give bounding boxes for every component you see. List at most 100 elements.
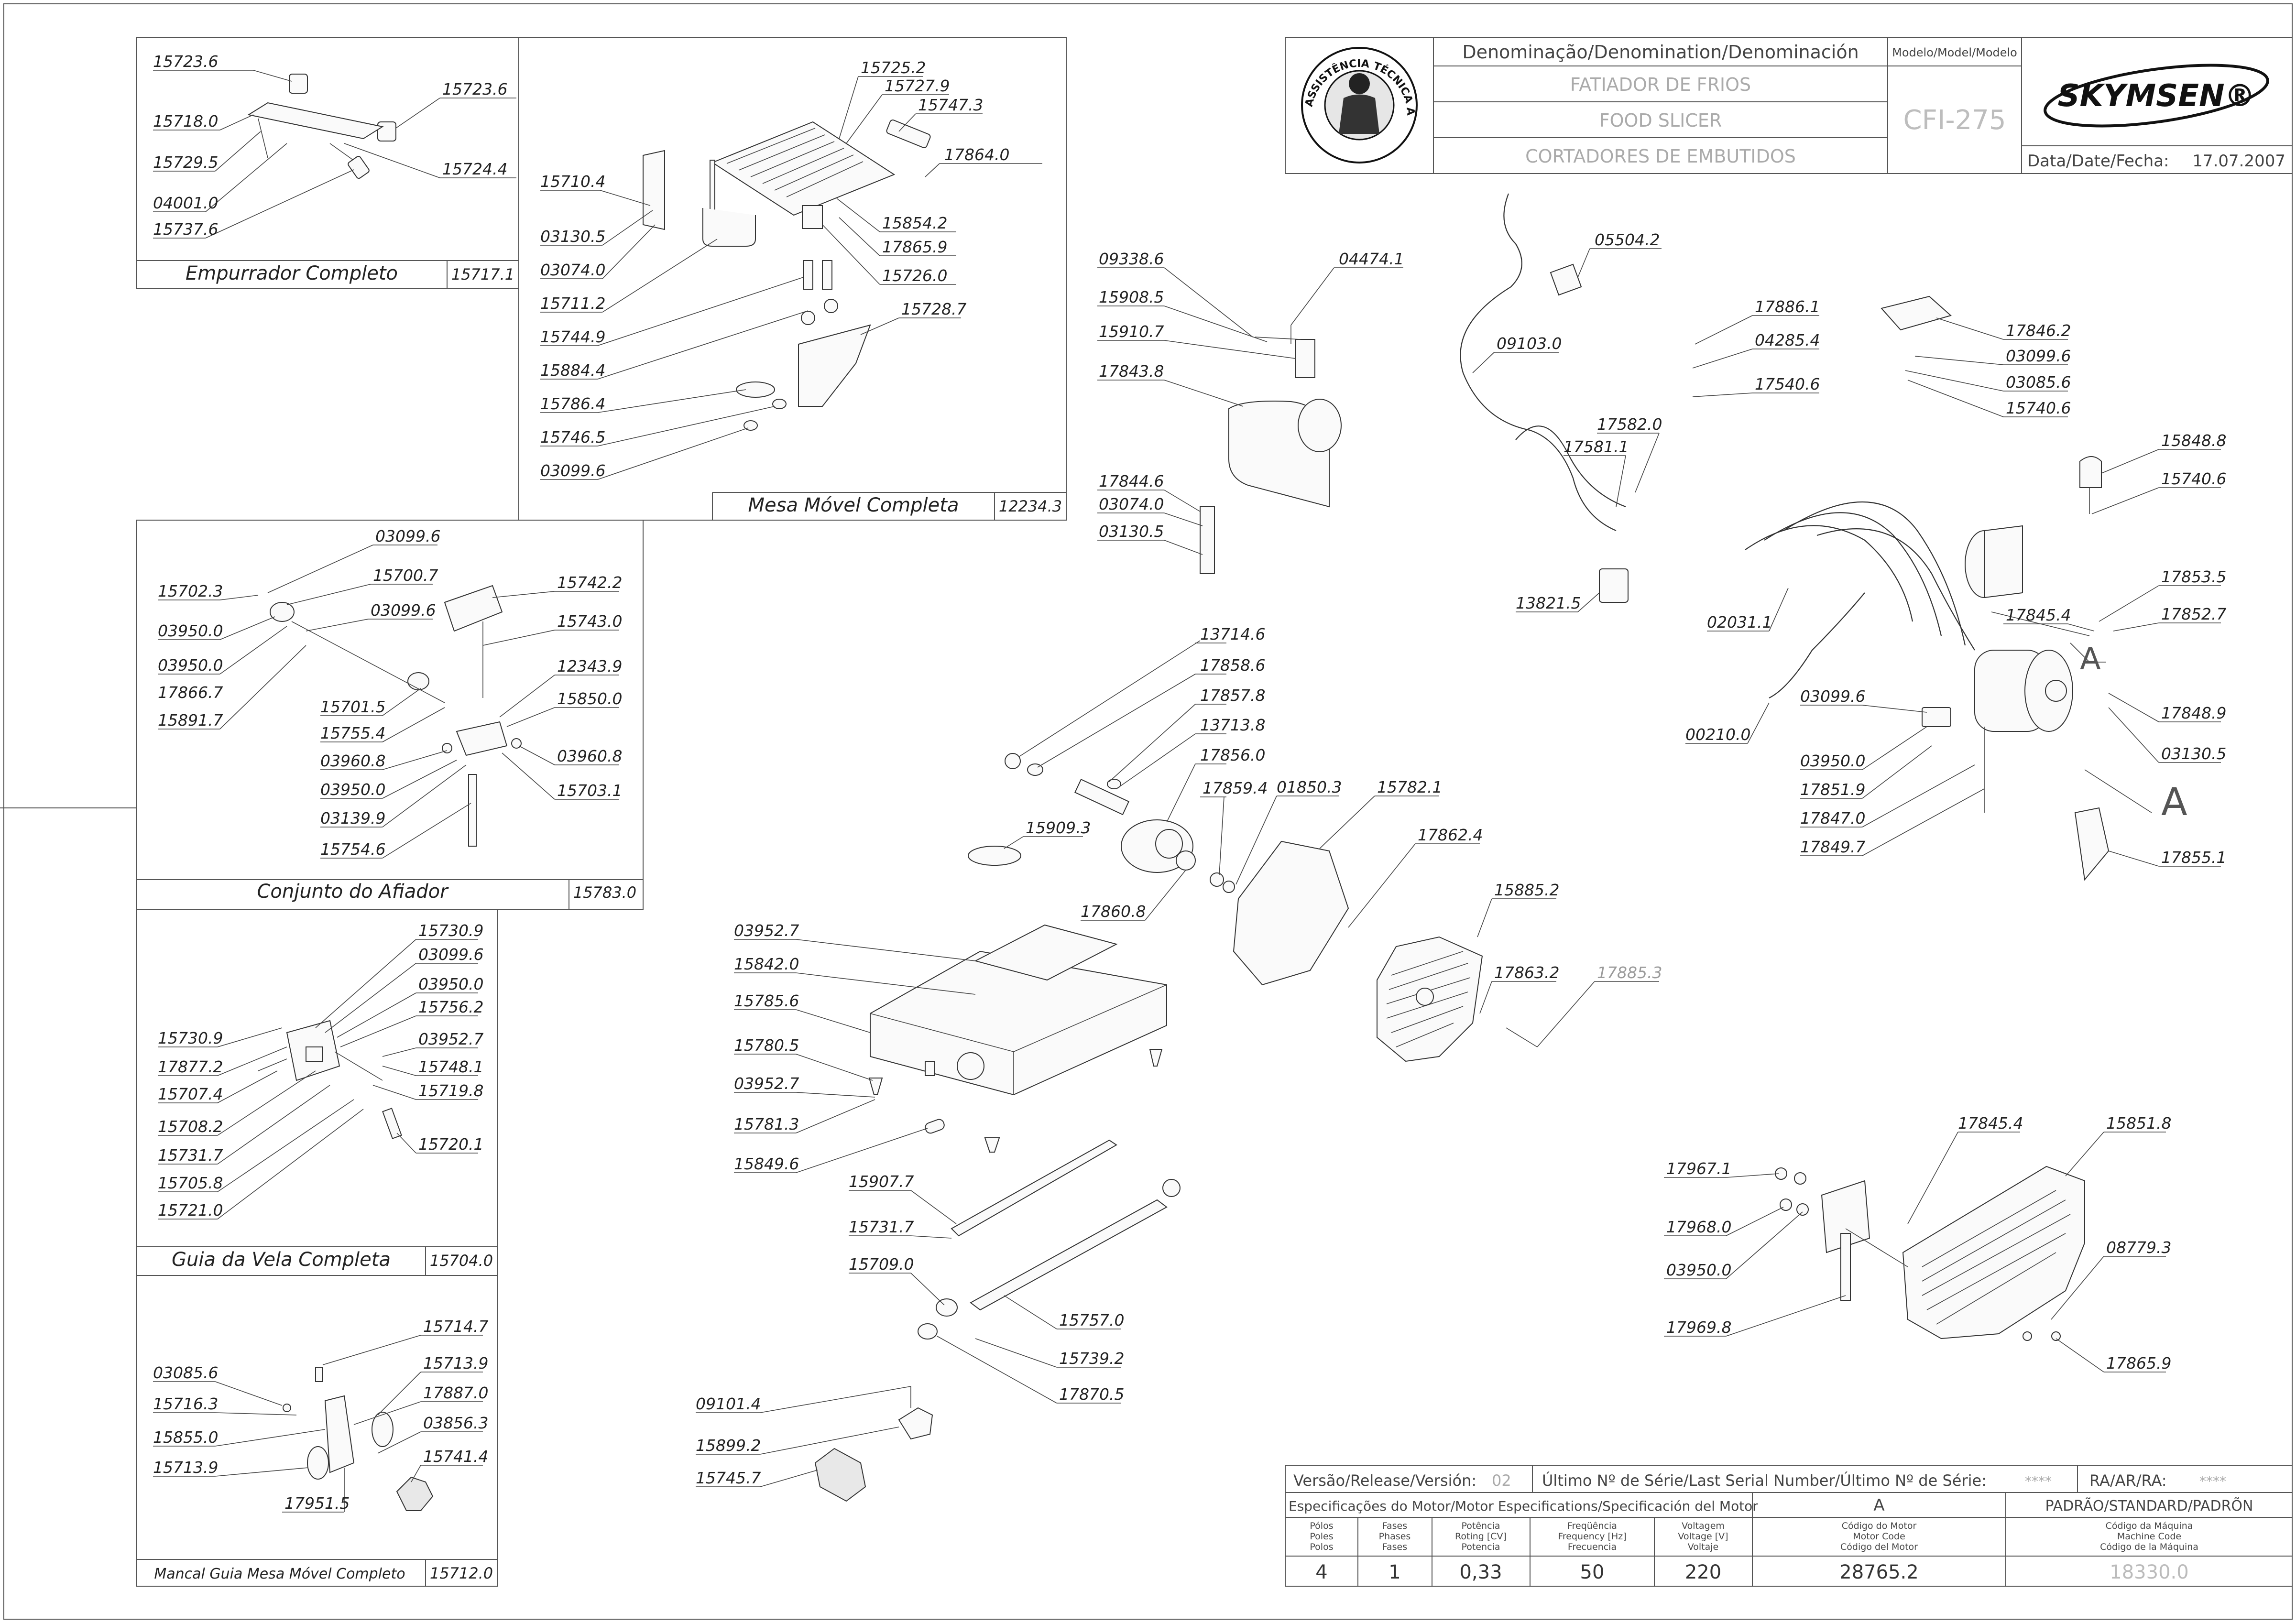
callout: 03952.7 xyxy=(734,1074,799,1093)
callout: 15848.8 xyxy=(2161,431,2226,450)
callout: 17870.5 xyxy=(1059,1385,1124,1404)
callout: 15891.7 xyxy=(158,711,223,730)
callout: 03099.6 xyxy=(2006,347,2071,365)
callout: 17859.4 xyxy=(1203,779,1268,797)
callout: 05504.2 xyxy=(1595,230,1660,249)
pusher-assembly: Empurrador Completo 15717.1 15723.6 1572… xyxy=(136,37,519,289)
callout: 15742.2 xyxy=(557,573,622,592)
callout: 15701.5 xyxy=(320,697,385,716)
callout: 03952.7 xyxy=(734,921,799,940)
callout: 03099.6 xyxy=(540,461,605,480)
table-assembly: Mesa Móvel Completa 12234.3 xyxy=(518,37,1067,521)
callout: 15907.7 xyxy=(849,1172,914,1191)
callout: 17860.8 xyxy=(1081,902,1146,921)
callout: 15850.0 xyxy=(557,689,622,708)
assembly-code: 15704.0 xyxy=(430,1252,493,1270)
callout: 15720.1 xyxy=(418,1135,483,1154)
serial-value: **** xyxy=(2025,1473,2052,1489)
col-header: Pólos xyxy=(1310,1521,1333,1531)
callout: 17540.6 xyxy=(1755,375,1820,393)
callout: 08779.3 xyxy=(2106,1238,2171,1257)
callout: 15884.4 xyxy=(540,361,605,380)
callout: 15707.4 xyxy=(158,1085,223,1103)
col-header: Código de la Máquina xyxy=(2100,1542,2198,1552)
col-header: Frecuencia xyxy=(1568,1542,1617,1552)
assembly-title: Empurrador Completo xyxy=(186,262,398,284)
col-header: Polos xyxy=(1310,1542,1333,1552)
callout: 03099.6 xyxy=(1800,687,1865,706)
callout: 03139.9 xyxy=(320,809,385,828)
callout: 15724.4 xyxy=(442,160,507,178)
standard-label: PADRÃO/STANDARD/PADRÕN xyxy=(2045,1497,2253,1514)
callout: 17843.8 xyxy=(1099,362,1164,381)
callout: 17847.0 xyxy=(1800,809,1865,828)
ra-label: RA/AR/RA: xyxy=(2089,1471,2167,1490)
callout: 17863.2 xyxy=(1494,963,1559,982)
callout: 15756.2 xyxy=(418,998,483,1016)
col-header: Fases xyxy=(1382,1521,1407,1531)
callout: 09338.6 xyxy=(1099,250,1164,268)
callout: 15709.0 xyxy=(849,1255,914,1274)
callout: 15782.1 xyxy=(1377,778,1442,796)
callout: 03099.6 xyxy=(418,945,483,964)
callout: 02031.1 xyxy=(1707,613,1772,632)
callout: 15714.7 xyxy=(423,1317,488,1336)
col-header: Código da Máquina xyxy=(2106,1521,2193,1531)
motor-code-value: 28765.2 xyxy=(1839,1561,1918,1583)
callout: 15741.4 xyxy=(423,1447,488,1466)
callout: 15909.3 xyxy=(1026,818,1091,837)
callout: 17845.4 xyxy=(1958,1114,2023,1133)
bearing-assembly: Mancal Guia Mesa Móvel Completo 15712.0 … xyxy=(136,1275,498,1587)
col-header: Potencia xyxy=(1462,1542,1500,1552)
callout: 13821.5 xyxy=(1516,594,1581,612)
callout: 03085.6 xyxy=(153,1363,218,1382)
callout: 15744.9 xyxy=(540,327,605,346)
assembly-title: Mesa Móvel Completa xyxy=(748,494,959,516)
callout: 15746.5 xyxy=(540,428,605,447)
callout: 15757.0 xyxy=(1059,1311,1124,1329)
callout: 15730.9 xyxy=(158,1029,223,1047)
callout: 15730.9 xyxy=(418,921,483,940)
assembly-code: 12234.3 xyxy=(999,497,1062,515)
callout: 03099.6 xyxy=(371,601,436,620)
callout: 15754.6 xyxy=(320,840,385,859)
callout: 17864.0 xyxy=(944,145,1009,164)
callout: 15743.0 xyxy=(557,612,622,631)
motor-variant: A xyxy=(1873,1496,1884,1515)
callout: 15781.3 xyxy=(734,1115,799,1133)
col-header: Motor Code xyxy=(1853,1531,1905,1542)
callout: 15849.6 xyxy=(734,1155,799,1173)
callout: 17877.2 xyxy=(158,1057,223,1076)
callout: 15713.9 xyxy=(153,1458,218,1477)
callout: 03950.0 xyxy=(1666,1261,1731,1279)
callout: 15721.0 xyxy=(158,1201,223,1220)
col-header: Phases xyxy=(1379,1531,1411,1542)
assembly-code: 15717.1 xyxy=(451,265,514,283)
assembly-title: Guia da Vela Completa xyxy=(172,1249,391,1271)
callout: 01850.3 xyxy=(1277,778,1342,796)
callout: 15713.9 xyxy=(423,1354,488,1372)
blade-cover-group: 09338.6 04474.1 15908.5 15910.7 17843.8 … xyxy=(1097,250,1404,574)
callout: 17582.0 xyxy=(1597,415,1662,434)
callout: 15708.2 xyxy=(158,1117,223,1136)
callout: 17848.9 xyxy=(2161,704,2226,722)
callout: 15723.6 xyxy=(153,52,218,71)
callout: 15785.6 xyxy=(734,991,799,1010)
callout: 15786.4 xyxy=(540,394,605,413)
callout: 15908.5 xyxy=(1099,288,1164,306)
frequency-value: 50 xyxy=(1580,1561,1605,1583)
callout: 15700.7 xyxy=(373,566,438,585)
col-header: Roting [CV] xyxy=(1455,1531,1507,1542)
machine-code-value: 18330.0 xyxy=(2110,1561,2188,1583)
power-value: 0,33 xyxy=(1459,1561,1502,1583)
callout: 04474.1 xyxy=(1339,250,1404,268)
callout: 03950.0 xyxy=(320,780,385,799)
callout: 17969.8 xyxy=(1666,1318,1731,1337)
poles-value: 4 xyxy=(1315,1561,1327,1583)
callout: 15723.6 xyxy=(442,80,507,98)
callout: 15731.7 xyxy=(158,1146,223,1165)
assembly-code: 15712.0 xyxy=(430,1564,493,1582)
sheet-border xyxy=(3,3,2293,1620)
col-header: Código del Motor xyxy=(1840,1542,1918,1552)
